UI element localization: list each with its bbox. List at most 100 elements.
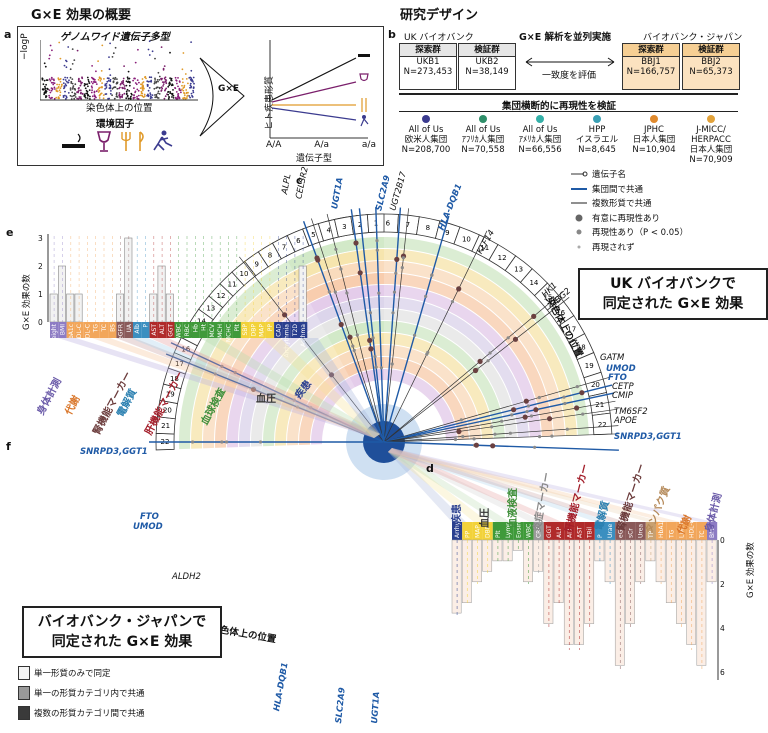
cohort-dot — [422, 115, 430, 123]
cohort-text: イスラエル — [575, 135, 619, 145]
cohort-text: JPHC — [644, 125, 664, 135]
replication-dot — [345, 291, 349, 295]
panel-e-trait-label: BMI — [59, 324, 66, 335]
replication-dot — [368, 311, 372, 315]
circos-ring-ukb — [315, 297, 529, 438]
replication-dot — [550, 434, 554, 438]
circos-ring-ukb — [327, 320, 505, 439]
ukb-spoke — [383, 207, 402, 443]
panel-d-ytick: 4 — [720, 624, 725, 633]
replication-dot — [394, 271, 398, 275]
replication-dot — [371, 336, 375, 340]
replication-dot — [220, 364, 224, 368]
replication-dot — [472, 367, 479, 374]
chromosome-number: 7 — [406, 221, 410, 229]
panel-d-band — [388, 448, 714, 522]
panel-d-trait-label: Lymph — [505, 518, 512, 538]
replication-dot — [459, 418, 463, 422]
chromosome-number: 13 — [514, 266, 523, 274]
panel-d-trait-cell — [564, 522, 575, 540]
replication-dot — [450, 300, 455, 304]
parallel-label: G×E 解析を並列実施 — [519, 32, 612, 43]
panel-a-box — [17, 26, 384, 166]
panel-d-trait-label: WBC — [526, 524, 533, 538]
replication-dot — [375, 248, 379, 252]
gene-label-tm6sf2: TM6SF2 — [614, 407, 648, 417]
panel-d-trait-label: DBP — [485, 525, 492, 538]
panel-e-trait-cell — [108, 322, 117, 338]
panel-e-trait-cell — [182, 322, 192, 338]
replication-dot — [562, 395, 566, 399]
panel-e-trait-label: P — [143, 324, 150, 328]
circos-ring-ukb — [332, 332, 493, 439]
ukb-spoke — [383, 384, 613, 443]
panel-e-trait-cell — [116, 322, 125, 338]
cohort-text: N=10,904 — [632, 145, 676, 155]
replication-dot — [328, 372, 335, 378]
circos-ring-ukb — [338, 345, 481, 439]
cohort-text: ｱﾒﾘｶ人集団 — [518, 135, 562, 145]
panel-d-trait-cell — [482, 522, 493, 540]
panel-e-trait-cell — [124, 322, 133, 338]
panel-e-trait-label: T2D — [292, 324, 299, 337]
ukb-spoke — [383, 215, 450, 443]
panel-d-trait-label: CRP — [536, 526, 543, 538]
panel-d-trait-label: TG — [668, 529, 675, 539]
panel-d-bar — [451, 539, 462, 614]
genotype-tick: A/a — [314, 140, 329, 150]
panel-e-trait-cell — [83, 322, 92, 338]
panel-d-trait-cell — [686, 522, 697, 540]
ukb-label: UK バイオバンク — [404, 33, 474, 43]
panel-e-band — [116, 338, 380, 438]
chromosome-number: 10 — [462, 236, 471, 244]
panel-d-trait-label: Urae — [607, 523, 614, 538]
panel-e-bar — [66, 293, 75, 323]
replication-dot — [367, 337, 373, 343]
panel-d-trait-label: GGT — [546, 525, 553, 538]
cohort-dot — [479, 115, 487, 123]
panel-e-band — [58, 338, 380, 438]
gene-label-cmip: CMIP — [612, 391, 633, 401]
bbj-title-line2: 同定された G×E 効果 — [51, 634, 193, 650]
panel-d-bar — [676, 539, 686, 624]
replication-dot — [191, 440, 195, 444]
panel-e-trait-cell — [166, 322, 175, 338]
chromosome-number: 17 — [567, 326, 576, 334]
chromosome-number: 4 — [326, 227, 331, 235]
cross-bar — [399, 93, 738, 95]
panel-d-bar — [604, 539, 615, 583]
panel-d-trait-cell — [513, 522, 524, 540]
panel-d-bar — [502, 539, 513, 562]
panel-d-trait-cell — [666, 522, 677, 540]
replication-dot — [574, 405, 580, 411]
panel-d-bar — [553, 539, 564, 603]
replication-dot — [537, 395, 541, 400]
chromosome-number: 16 — [556, 309, 565, 317]
replication-dot — [581, 412, 585, 416]
replication-dot — [379, 366, 383, 370]
circos-ring-ukb — [293, 249, 577, 436]
circos-ring-ukb — [299, 261, 565, 437]
panel-e-trait-cell — [149, 322, 158, 338]
cohort-dot — [707, 115, 715, 123]
legend-c-item: 再現性あり（P < 0.05） — [570, 226, 688, 238]
panel-d-trait-cell — [452, 522, 463, 540]
panel-e-trait-cell — [224, 322, 233, 338]
replication-dot — [347, 334, 353, 340]
panel-d-letter: d — [426, 462, 434, 475]
cat-d-bp: 血圧 — [480, 508, 491, 528]
panel-d-trait-cell — [554, 522, 565, 540]
chromosome-number: 11 — [480, 244, 489, 252]
panel-e-trait-label: HbA1c — [68, 324, 75, 344]
cohort-text: N=8,645 — [578, 145, 616, 155]
panel-d-ytick: 0 — [720, 536, 725, 545]
replication-dot — [233, 371, 237, 375]
panel-d-bar — [706, 539, 717, 583]
bottom-legend: 単一形質のみで同定単一の形質カテゴリ内で共通複数の形質カテゴリ間で共通 — [18, 666, 238, 730]
replication-dot — [526, 404, 531, 408]
panel-d-trait-label: Urea — [638, 524, 645, 538]
ukb-title-line2: 同定された G×E 効果 — [602, 296, 744, 312]
